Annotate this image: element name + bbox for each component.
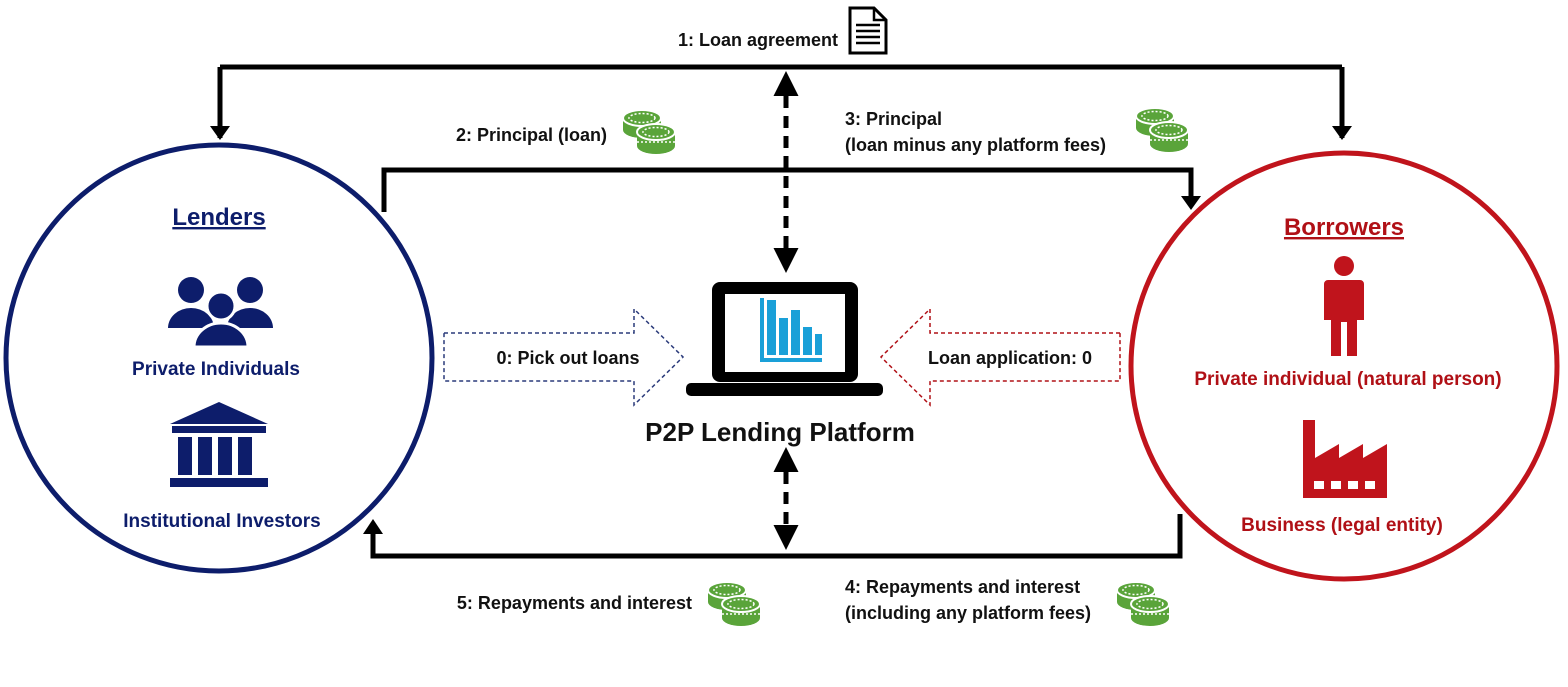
- people-group-icon: [168, 277, 273, 349]
- borrower-type-business: Business (legal entity): [1241, 515, 1443, 536]
- lenders-circle: [3, 142, 435, 574]
- lenders-title: Lenders: [172, 204, 265, 231]
- flow-label-repayments-net: 5: Repayments and interest: [457, 593, 692, 613]
- flow-label-repayments-gross-line1: 4: Repayments and interest: [845, 577, 1080, 597]
- borrower-type-private-individual: Private individual (natural person): [1194, 369, 1501, 390]
- flow-label-principal-loan: 2: Principal (loan): [456, 125, 607, 145]
- coin-stack-icon: [622, 109, 676, 155]
- coin-stack-icon: [707, 581, 761, 627]
- flow-label-repayments-gross-line2: (including any platform fees): [845, 603, 1091, 623]
- laptop-chart-icon: [686, 282, 883, 396]
- lender-type-institutional-investors: Institutional Investors: [123, 511, 320, 532]
- factory-icon: [1303, 420, 1387, 498]
- borrowers-circle: [1128, 150, 1560, 582]
- coin-stack-icon: [1135, 107, 1189, 153]
- flow-label-principal-net-line2: (loan minus any platform fees): [845, 135, 1106, 155]
- flow-label-loan-application: Loan application: 0: [928, 348, 1092, 368]
- platform-label: P2P Lending Platform: [645, 417, 915, 447]
- flow-label-pick-out-loans: 0: Pick out loans: [496, 348, 639, 368]
- bank-building-icon: [170, 402, 268, 487]
- lender-type-private-individuals: Private Individuals: [132, 359, 300, 380]
- loan-application-arrow: [879, 307, 1121, 407]
- flow-label-loan-agreement: 1: Loan agreement: [678, 30, 838, 50]
- document-icon: [848, 6, 888, 55]
- person-icon: [1324, 256, 1364, 356]
- coin-stack-icon: [1116, 581, 1170, 627]
- flow-label-principal-net-line1: 3: Principal: [845, 109, 942, 129]
- borrowers-title: Borrowers: [1284, 214, 1404, 241]
- repayment-flow-arrow: [370, 514, 1183, 559]
- pick-out-loans-arrow: [443, 307, 685, 407]
